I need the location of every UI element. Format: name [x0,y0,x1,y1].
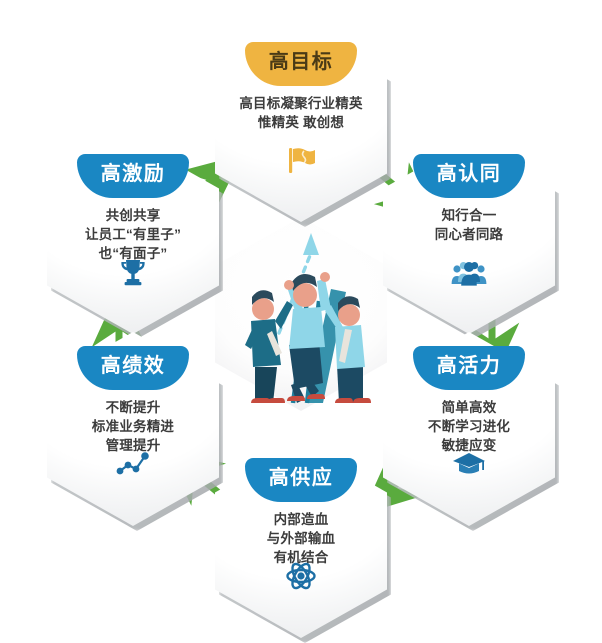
node-body-line: 与外部输血 [266,531,336,546]
node-header-label: 高供应 [268,466,334,489]
node-header-high-incentive: 高激励 [77,154,189,198]
node-high-vitality[interactable]: 高活力 简单高效 不断学习进化 敏捷应变 [383,332,559,531]
node-body-high-vitality: 简单高效 不断学习进化 敏捷应变 [383,398,555,455]
node-body-line: 不断提升 [105,400,161,415]
node-body-high-identification: 知行合一 同心者同路 [383,206,555,244]
node-body-high-performance: 不断提升 标准业务精进 管理提升 [47,398,219,455]
node-body-high-supply: 内部造血 与外部输血 有机结合 [215,510,387,567]
node-header-high-supply: 高供应 [245,458,357,502]
node-header-label: 高绩效 [100,354,166,377]
node-body-line: 标准业务精进 [91,419,175,434]
flag-icon [283,144,319,176]
person-left [245,290,293,403]
node-body-line: 同心者同路 [434,227,504,242]
node-header-label: 高目标 [268,50,334,73]
node-high-supply[interactable]: 高供应 内部造血 与外部输血 有机结合 [215,444,391,643]
people-group-icon [451,256,487,288]
node-header-high-performance: 高绩效 [77,346,189,390]
person-right [325,296,371,403]
node-body-line: 高目标凝聚行业精英 [239,96,363,111]
node-body-line: 简单高效 [441,400,497,415]
node-header-label: 高认同 [436,162,502,185]
node-body-line: 惟精英 敢创想 [257,115,345,130]
node-header-high-goal: 高目标 [245,42,357,86]
node-high-performance[interactable]: 高绩效 不断提升 标准业务精进 管理提升 [47,332,223,531]
person-center [284,272,331,403]
node-body-line: 也“有面子” [98,246,168,261]
node-header-high-identification: 高认同 [413,154,525,198]
diagram-canvas: 高目标 高目标凝聚行业精英 惟精英 敢创想 高激励 共创共享 让员工“有里子” … [47,28,559,643]
node-body-line: 共创共享 [105,208,161,223]
node-header-label: 高活力 [436,354,502,377]
graduation-cap-icon [451,448,487,480]
node-high-identification[interactable]: 高认同 知行合一 同心者同路 [383,140,559,339]
node-body-line: 内部造血 [273,512,329,527]
node-body-line: 知行合一 [441,208,497,223]
node-body-line: 敏捷应变 [441,438,497,453]
node-body-high-goal: 高目标凝聚行业精英 惟精英 敢创想 [215,94,387,132]
node-body-line: 有机结合 [273,550,329,565]
node-body-line: 不断学习进化 [427,419,511,434]
trophy-icon [115,256,151,288]
node-high-incentive[interactable]: 高激励 共创共享 让员工“有里子” 也“有面子” [47,140,223,339]
node-header-label: 高激励 [100,162,166,185]
teamwork-illustration-art [245,233,371,404]
network-graph-icon [115,448,151,480]
node-body-high-incentive: 共创共享 让员工“有里子” 也“有面子” [47,206,219,263]
node-body-line: 让员工“有里子” [84,227,182,242]
node-body-line: 管理提升 [105,438,161,453]
atom-icon [283,560,319,592]
node-high-goal[interactable]: 高目标 高目标凝聚行业精英 惟精英 敢创想 [215,28,391,227]
node-header-high-vitality: 高活力 [413,346,525,390]
center-illustration [215,217,387,411]
